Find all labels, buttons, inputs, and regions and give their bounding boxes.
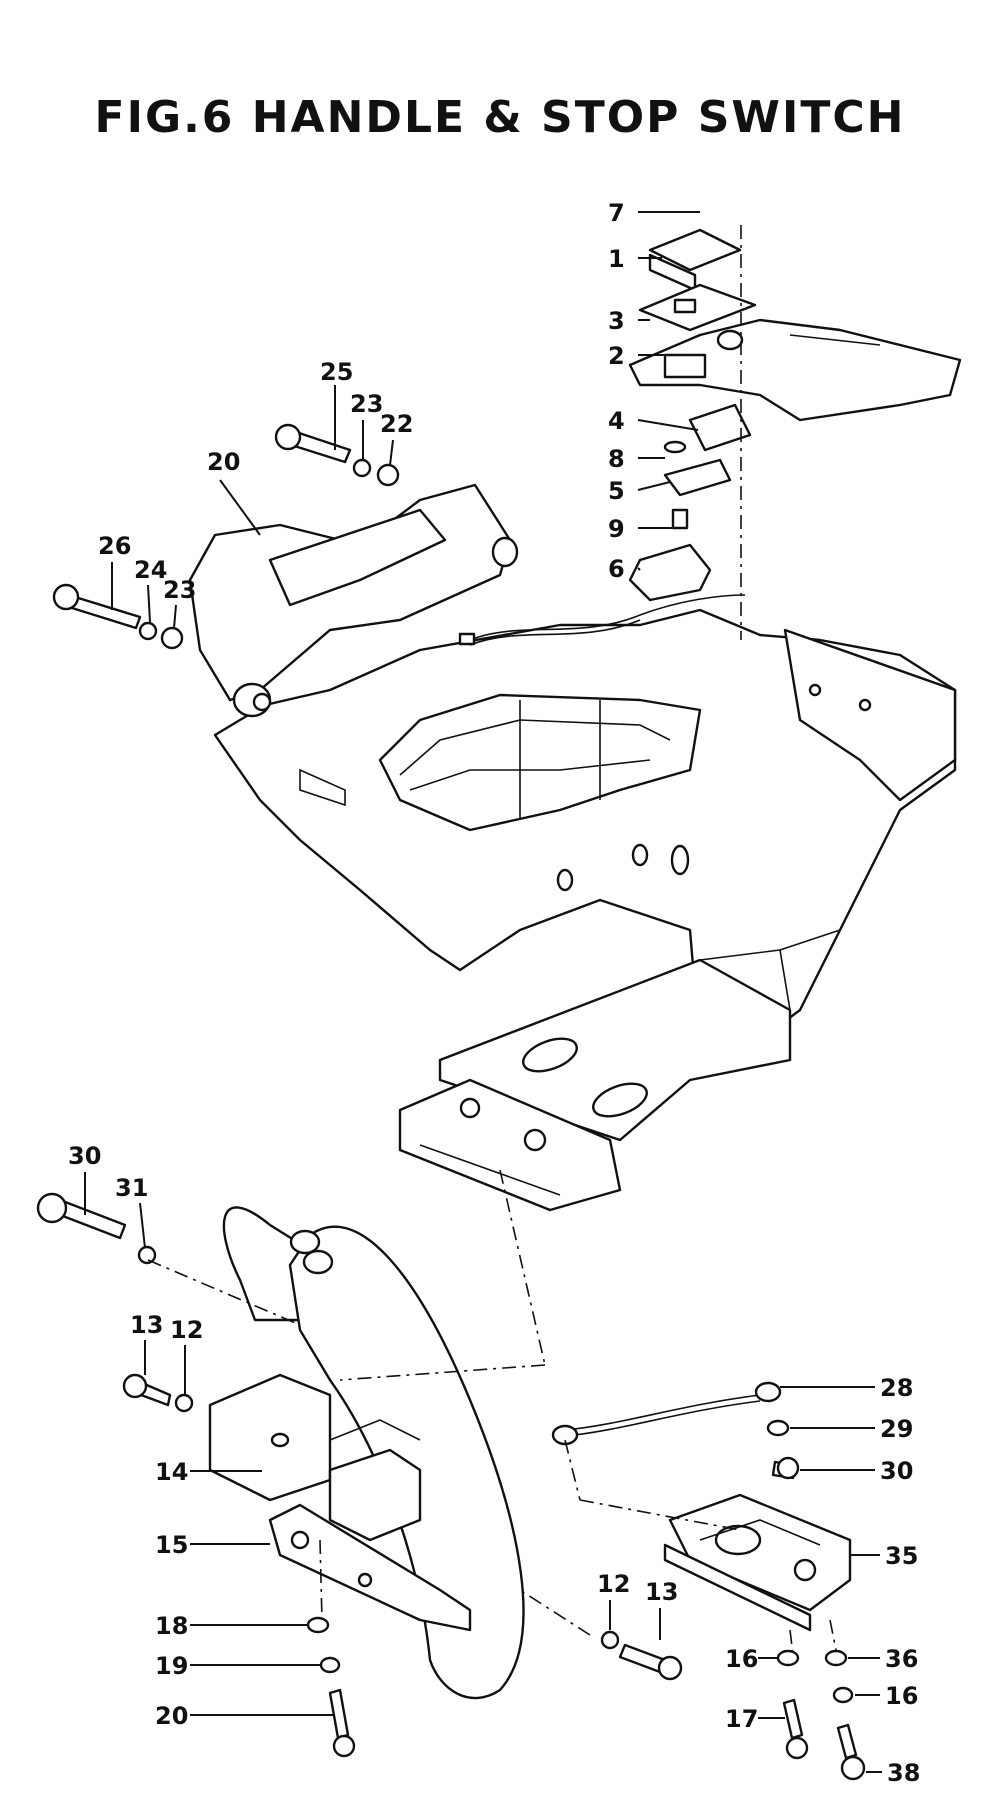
callout-24-left: 24 [134, 556, 167, 584]
part-6-cable [458, 594, 746, 646]
callout-35: 35 [885, 1542, 918, 1570]
fasteners-16-17-36-38 [776, 1649, 866, 1781]
callout-30: 30 [68, 1142, 101, 1170]
callout-2: 2 [608, 342, 625, 370]
callout-23-left: 23 [163, 576, 196, 604]
callout-31: 31 [115, 1174, 148, 1202]
callout-6: 6 [608, 555, 625, 583]
main-body-frame [213, 608, 957, 1052]
callout-29: 30 [880, 1457, 913, 1485]
callout-13-right: 13 [645, 1578, 678, 1606]
callout-leaders [84, 211, 882, 1773]
callout-26: 26 [98, 532, 131, 560]
bolt-26 [52, 583, 142, 630]
callout-27: 28 [880, 1374, 913, 1402]
callout-36: 36 [885, 1645, 918, 1673]
callout-1: 1 [608, 245, 625, 273]
callout-24-top: 23 [350, 390, 383, 418]
callout-16-left: 16 [725, 1645, 758, 1673]
part-14-switch-assembly [208, 1373, 422, 1542]
assembly-centerlines [147, 225, 837, 1656]
part-35-stop-plate [663, 1493, 852, 1632]
washers-23-24 [138, 458, 400, 650]
callout-5: 5 [608, 477, 625, 505]
callout-4: 4 [608, 407, 625, 435]
callout-7: 7 [608, 199, 625, 227]
callout-17: 17 [725, 1705, 758, 1733]
callout-28: 29 [880, 1415, 913, 1443]
top-switch-housing [628, 228, 962, 422]
part-27-ground-cable [551, 1381, 782, 1446]
callout-19: 19 [155, 1652, 188, 1680]
callout-15: 15 [155, 1531, 188, 1559]
washer-28-screw-29 [766, 1419, 800, 1480]
callout-12-left: 12 [170, 1316, 203, 1344]
callout-38: 38 [887, 1759, 920, 1787]
callout-3: 3 [608, 307, 625, 335]
callout-25: 25 [320, 358, 353, 386]
callout-16-right: 16 [885, 1682, 918, 1710]
callout-8: 8 [608, 445, 625, 473]
stop-switch-bracket [628, 403, 752, 602]
bolt-30 [36, 1192, 157, 1265]
bolt-13-left [122, 1373, 194, 1413]
callout-13-left: 13 [130, 1311, 163, 1339]
callout-22: 20 [207, 448, 240, 476]
bolt-13-right [600, 1630, 683, 1681]
callout-23-top: 22 [380, 410, 413, 438]
part-22-handle-bracket [188, 483, 519, 718]
callout-12-right: 12 [597, 1570, 630, 1598]
callout-9: 9 [608, 515, 625, 543]
callout-18: 18 [155, 1612, 188, 1640]
bottom-plate [398, 958, 792, 1212]
fasteners-18-19-20 [306, 1616, 356, 1758]
part-15-lower-bracket [268, 1503, 472, 1632]
figure-title: FIG.6 HANDLE & STOP SWITCH [94, 92, 906, 143]
callout-14: 14 [155, 1458, 188, 1486]
callout-labels: 7 1 3 2 4 8 5 9 6 25 23 22 20 26 24 23 3… [68, 199, 920, 1787]
bolt-25 [274, 423, 352, 464]
callout-20: 20 [155, 1702, 188, 1730]
